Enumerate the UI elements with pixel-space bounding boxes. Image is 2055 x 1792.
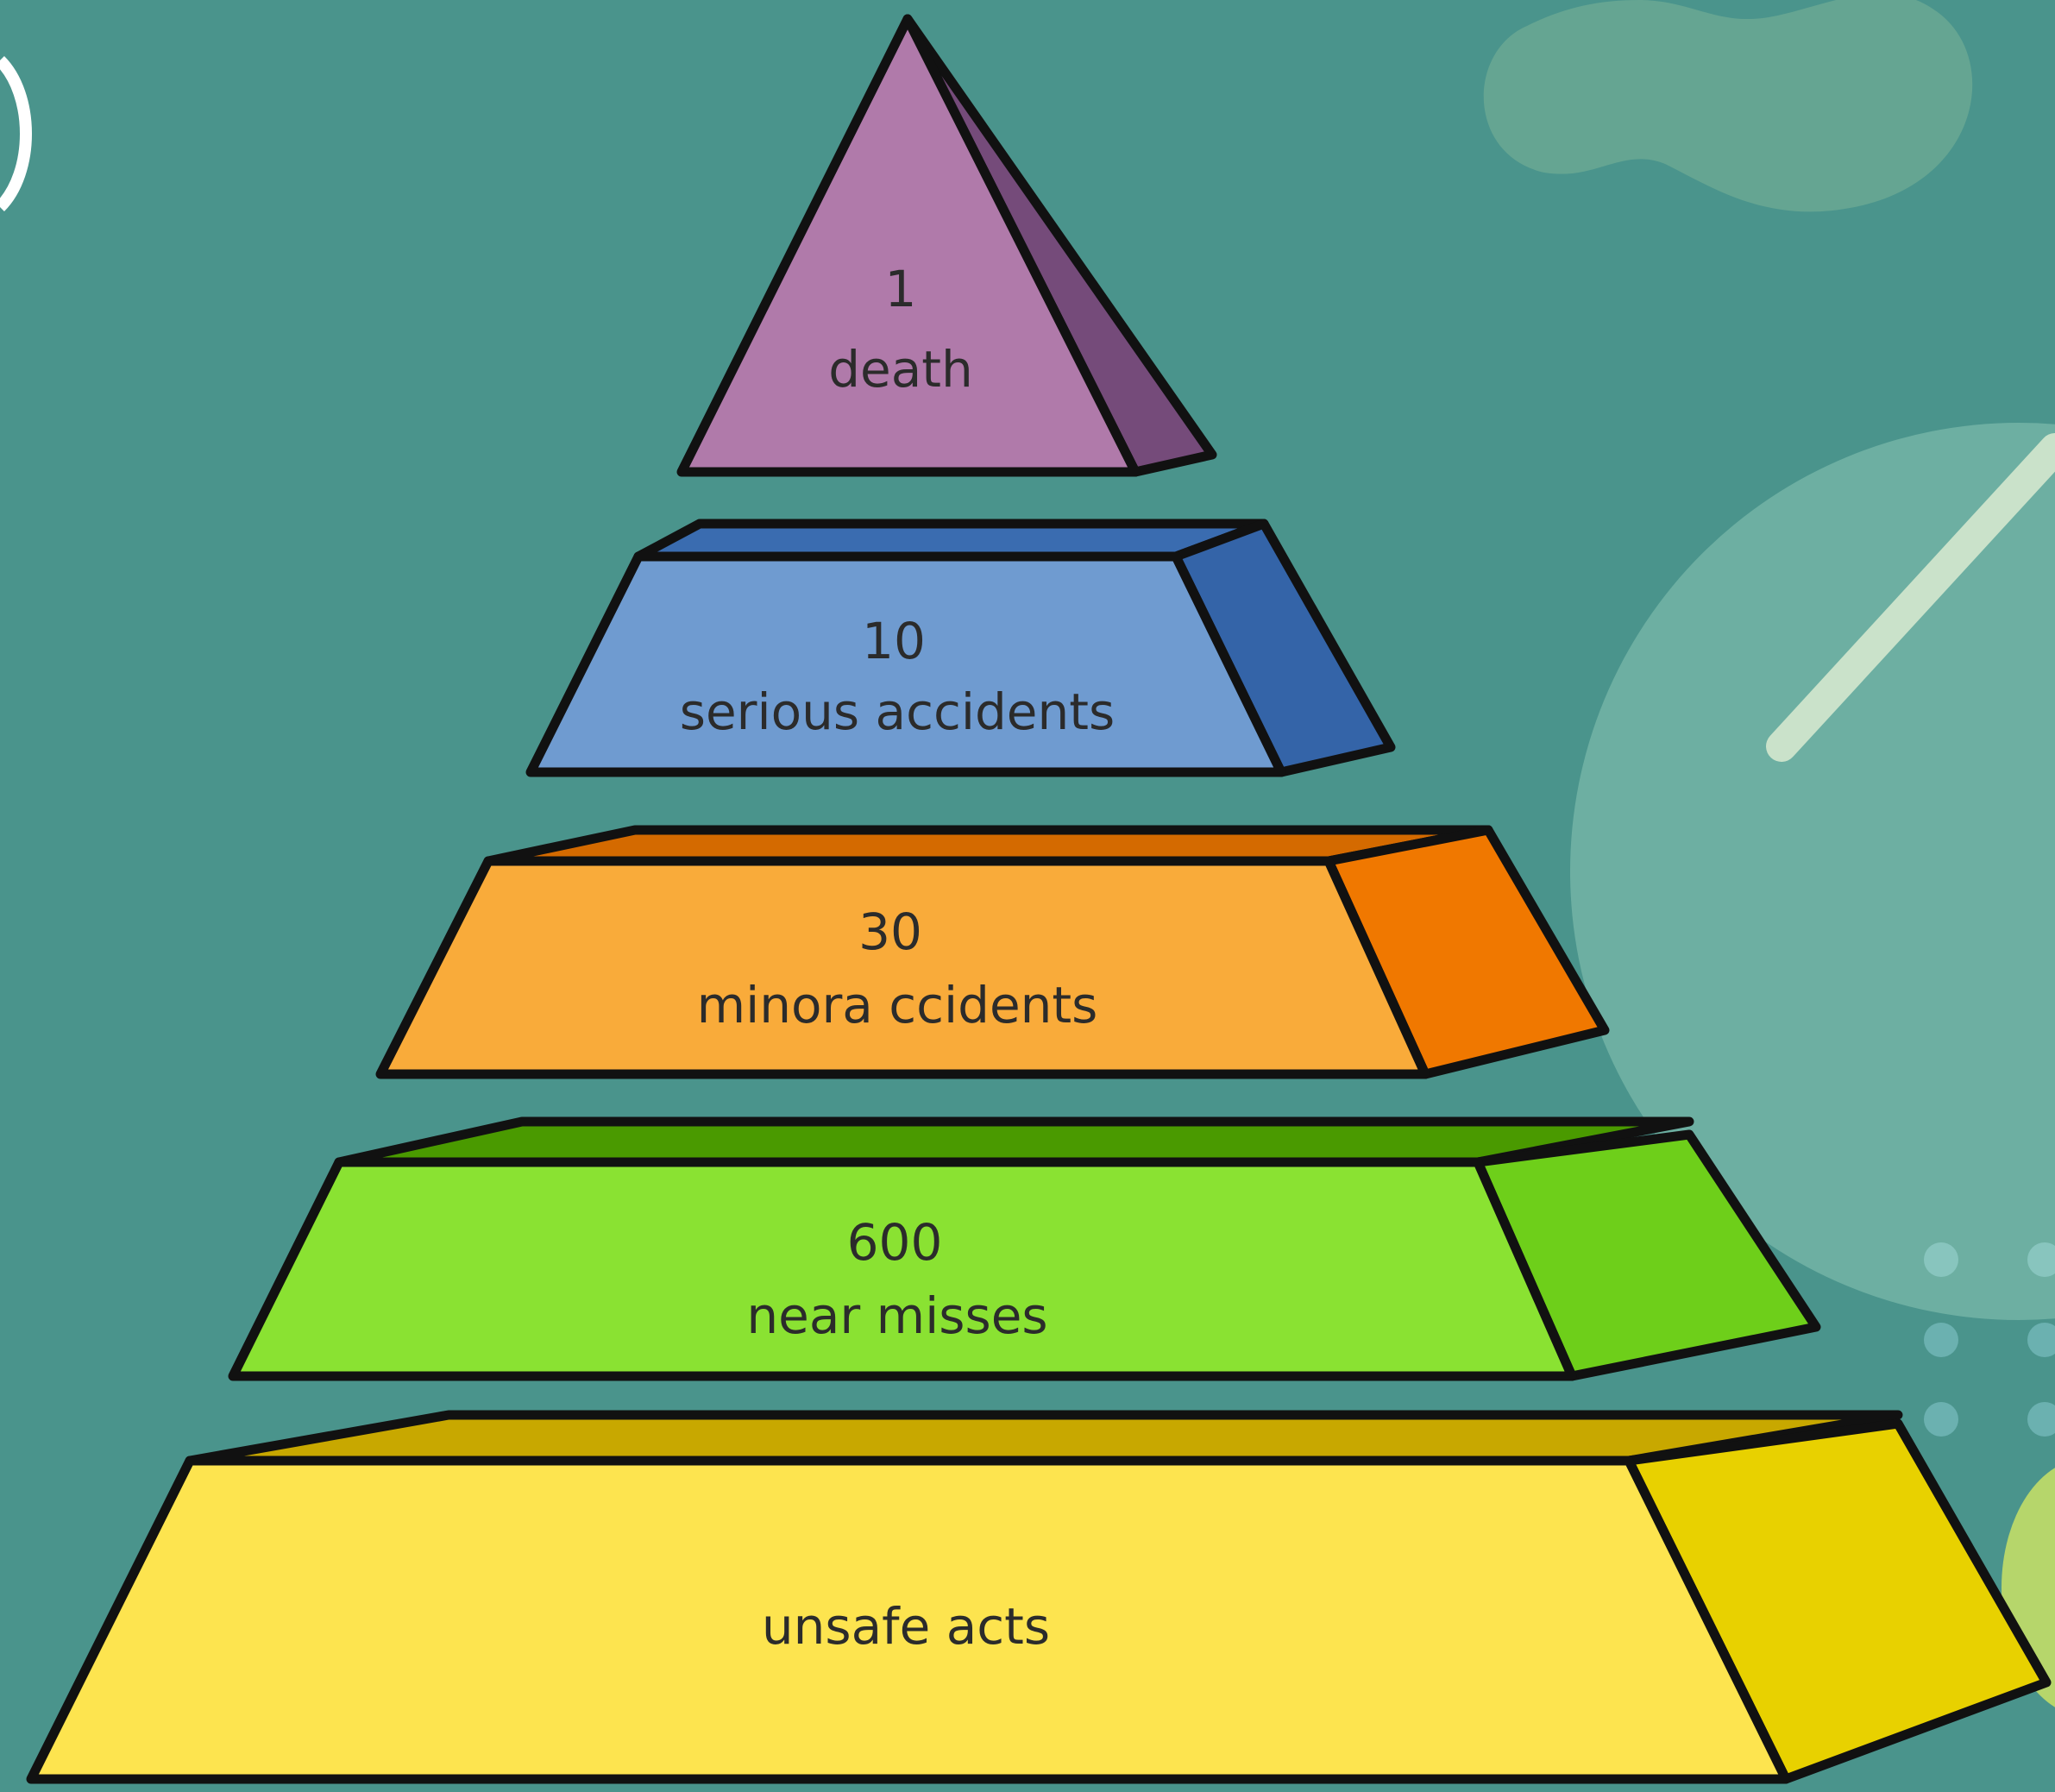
tier-front [228, 1157, 1577, 1381]
pyramid-tier-unsafe-acts: unsafe acts [26, 1410, 2052, 1784]
tier-front [676, 14, 1141, 477]
background-circle [1570, 423, 2055, 1320]
pyramid-tier-minor-accidents: 30 minora ccidents [375, 825, 1610, 1079]
pyramid-tier-near-misses: 600 near misses [228, 1116, 1821, 1381]
tier-top [334, 1116, 1694, 1167]
tier-front [375, 856, 1430, 1079]
tier-label: unsafe acts [762, 1597, 1050, 1656]
tier-top [185, 1410, 1903, 1466]
tier-front [525, 551, 1286, 777]
tier-label: serious accidents [680, 682, 1115, 741]
tier-label: near misses [746, 1286, 1047, 1345]
tier-label: death [828, 340, 973, 399]
background-ring [0, 56, 32, 211]
tier-label: minora ccidents [697, 976, 1098, 1034]
pyramid-tier-serious-accidents: 10 serious accidents [525, 519, 1396, 777]
tier-top [633, 519, 1269, 562]
tier-count: 10 [862, 612, 926, 670]
tier-count: 600 [847, 1213, 943, 1272]
tier-count: 1 [885, 260, 917, 318]
background-blob [1483, 0, 1973, 212]
pyramid-tier-death: 1 death [676, 14, 1217, 477]
background-streak [1766, 433, 2055, 762]
background-dots [1924, 1242, 2055, 1437]
tier-count: 30 [858, 902, 922, 961]
tier-front [26, 1456, 1791, 1784]
